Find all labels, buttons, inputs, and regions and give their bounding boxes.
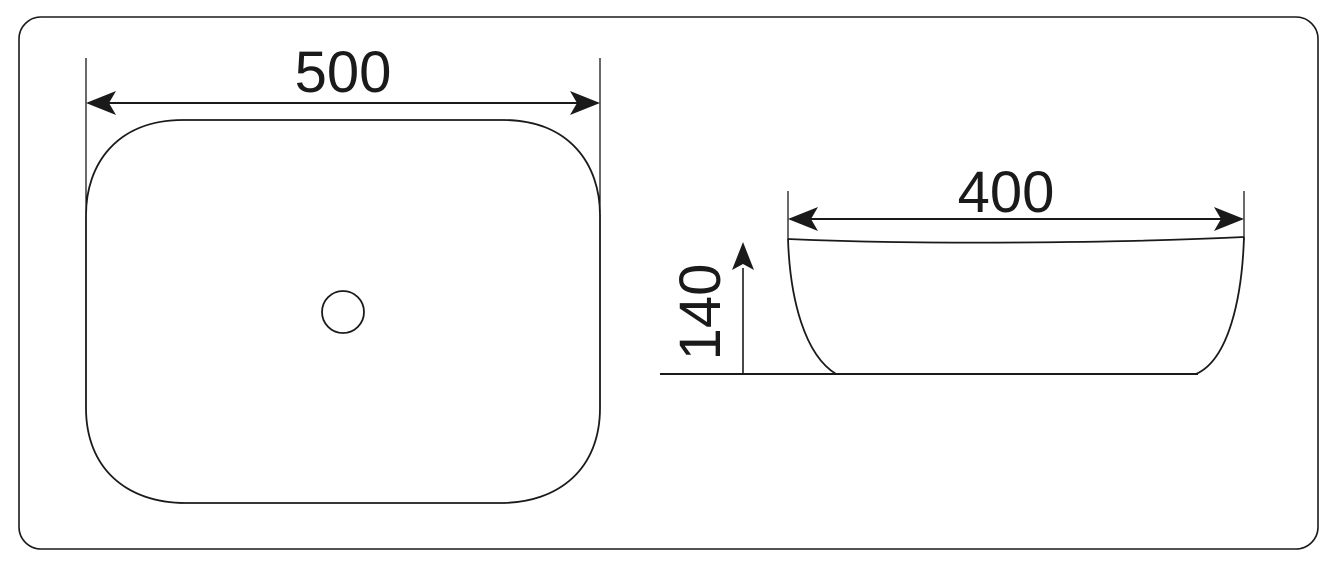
top-view-width-label: 500 [295,40,392,105]
side-view-width-label: 400 [958,160,1055,225]
basin-side-rim [787,236,1245,244]
drawing-frame [18,16,1319,550]
top-view: 500 [85,40,601,504]
drain-hole [321,290,365,334]
basin-top-outline [85,119,601,504]
side-view-arrow-right [1214,207,1244,231]
side-view-height-label: 140 [668,264,733,361]
top-view-arrow-left [86,91,116,115]
side-view-arrow-left [788,207,818,231]
side-view-arrow-up [732,242,754,270]
side-view: 400 140 [660,160,1245,375]
top-view-arrow-right [570,91,600,115]
basin-side-outline [787,236,1245,375]
